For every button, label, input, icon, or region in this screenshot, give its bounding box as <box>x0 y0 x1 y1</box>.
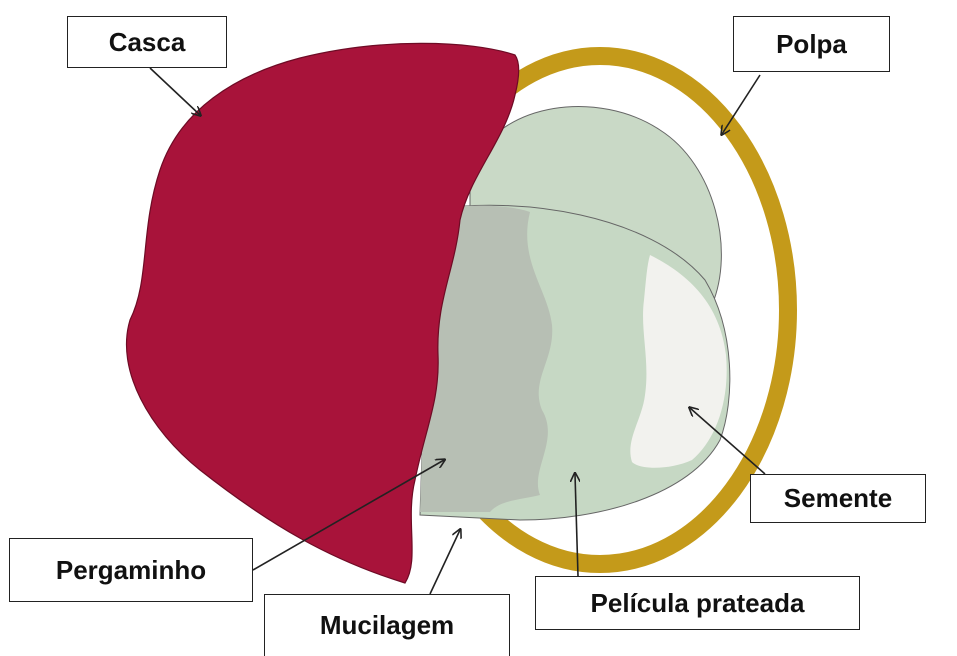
polpa-label: Polpa <box>733 16 890 72</box>
casca-arrow <box>150 68 200 115</box>
semente-label: Semente <box>750 474 926 523</box>
mucilagem-arrow <box>430 530 460 594</box>
casca-label: Casca <box>67 16 227 68</box>
pergaminho-label: Pergaminho <box>9 538 253 602</box>
mucilagem-label: Mucilagem <box>264 594 510 656</box>
polpa-arrow <box>722 75 760 134</box>
pelicula-label: Película prateada <box>535 576 860 630</box>
